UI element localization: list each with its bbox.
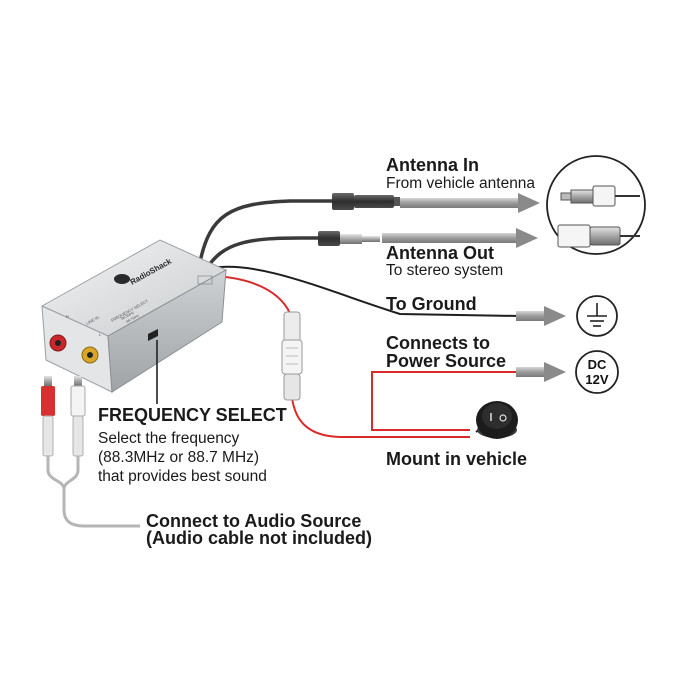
ground-symbol xyxy=(576,295,618,337)
inline-fuse-holder xyxy=(281,311,303,401)
antenna-in-connector xyxy=(332,193,400,210)
rca-audio-cable xyxy=(41,376,140,528)
power-title-line1: Connects to xyxy=(386,333,491,353)
stereo-antenna-jack xyxy=(557,224,640,248)
frequency-desc-line2: (88.3MHz or 88.7 MHz) xyxy=(98,449,260,466)
power-title-line2: Power Source xyxy=(386,351,507,371)
power-wire-to-fuse xyxy=(213,275,293,319)
ground-wire xyxy=(211,265,521,317)
ground-title: To Ground xyxy=(386,294,477,314)
panel-r-text: R xyxy=(66,314,69,319)
rocker-switch xyxy=(476,401,518,439)
arrow-ground xyxy=(516,306,566,326)
antenna-in-title: Antenna In xyxy=(386,155,479,175)
voltage-symbol-text: 12V xyxy=(585,372,608,387)
dc-symbol-text: DC xyxy=(588,357,607,372)
panel-line-in-text: LINE IN xyxy=(85,315,100,326)
dc-power-symbol: DC 12V xyxy=(575,350,619,394)
mount-title: Mount in vehicle xyxy=(386,449,528,469)
panel-freq1-text: 88.3MHz xyxy=(121,310,135,320)
antenna-out-wire xyxy=(204,236,325,271)
panel-l-text: L xyxy=(99,332,102,337)
fm-transmitter-box: RadioShack FREQUENCY SELECT 88.3MHz 88.7… xyxy=(40,239,228,393)
frequency-slide-switch xyxy=(148,329,158,341)
arrow-power xyxy=(516,362,566,382)
audio-source-title: Connect to Audio Source xyxy=(146,511,362,531)
arrow-antenna-out xyxy=(382,228,538,248)
antenna-out-desc: To stereo system xyxy=(386,262,504,279)
frequency-select-title: FREQUENCY SELECT xyxy=(98,405,287,425)
panel-freq2-text: 88.7MHz xyxy=(126,313,140,323)
frequency-desc-line3: that provides best sound xyxy=(98,468,267,485)
antenna-out-title: Antenna Out xyxy=(386,243,494,263)
antenna-out-connector xyxy=(318,231,380,246)
frequency-desc-line1: Select the frequency xyxy=(98,430,240,447)
power-wire-to-switch xyxy=(291,397,470,438)
power-wire-to-source xyxy=(371,371,520,431)
arrow-antenna-in xyxy=(400,193,540,213)
audio-source-note: (Audio cable not included) xyxy=(146,528,372,548)
antenna-in-desc: From vehicle antenna xyxy=(386,175,536,192)
antenna-in-wire xyxy=(198,199,340,263)
